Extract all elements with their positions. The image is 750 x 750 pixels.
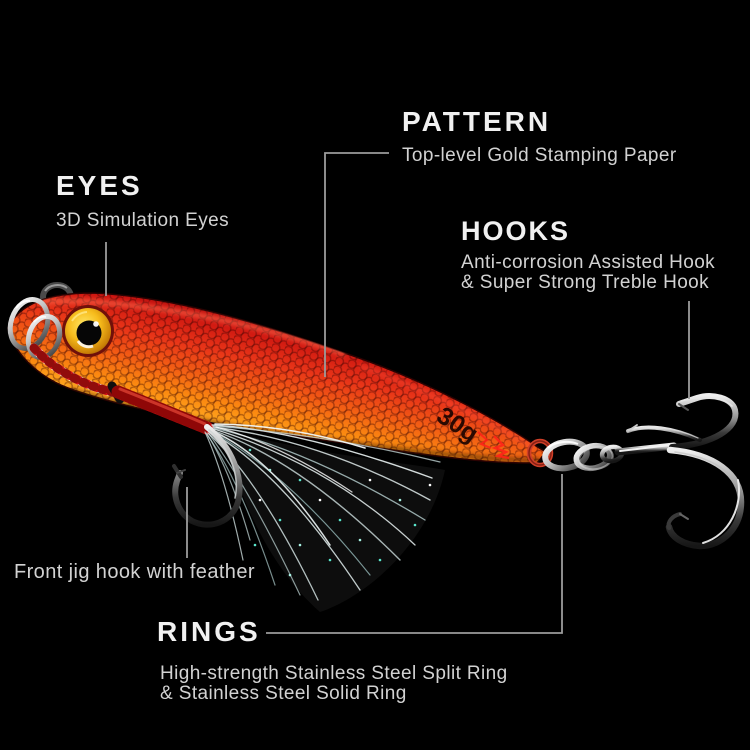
rings-annotation-title: RINGS [157, 616, 261, 647]
eyes-description: 3D Simulation Eyes [56, 210, 229, 232]
rings-description-line1: High-strength Stainless Steel Split Ring [160, 663, 508, 684]
feather-sparkles [238, 448, 432, 577]
eyes-annotation: EYES 3D Simulation Eyes [56, 171, 229, 231]
hooks-description-line1: Anti-corrosion Assisted Hook [461, 252, 716, 274]
rings-title: RINGS [157, 616, 261, 647]
lure-eye [62, 305, 114, 357]
rings-annotation-description: High-strength Stainless Steel Split Ring… [160, 664, 508, 704]
assist-cord [29, 343, 214, 435]
pattern-description: Top-level Gold Stamping Paper [402, 145, 677, 167]
front-hook-annotation: Front jig hook with feather [14, 562, 255, 582]
pattern-title: PATTERN [402, 106, 552, 137]
hooks-description: Anti-corrosion Assisted Hook & Super Str… [461, 253, 715, 293]
hooks-annotation: HOOKS Anti-corrosion Assisted Hook & Sup… [461, 217, 715, 293]
tail-rings [526, 438, 625, 472]
feather [204, 423, 445, 612]
connector-rings [266, 474, 563, 634]
treble-hook [614, 393, 745, 550]
hooks-title: HOOKS [461, 216, 571, 246]
split-ring [573, 442, 613, 472]
pattern-annotation: PATTERN Top-level Gold Stamping Paper [402, 107, 677, 166]
connector-lines [105, 152, 690, 634]
hooks-description-line2: & Super Strong Treble Hook [461, 272, 710, 294]
eyes-title: EYES [56, 170, 143, 201]
front-jig-hook [172, 424, 243, 528]
connector-pattern [324, 152, 389, 377]
front-hook-description: Front jig hook with feather [14, 561, 255, 583]
rings-description-line2: & Stainless Steel Solid Ring [160, 683, 407, 704]
tail-wrap-accent [477, 431, 510, 460]
rings-description: High-strength Stainless Steel Split Ring… [160, 664, 508, 704]
